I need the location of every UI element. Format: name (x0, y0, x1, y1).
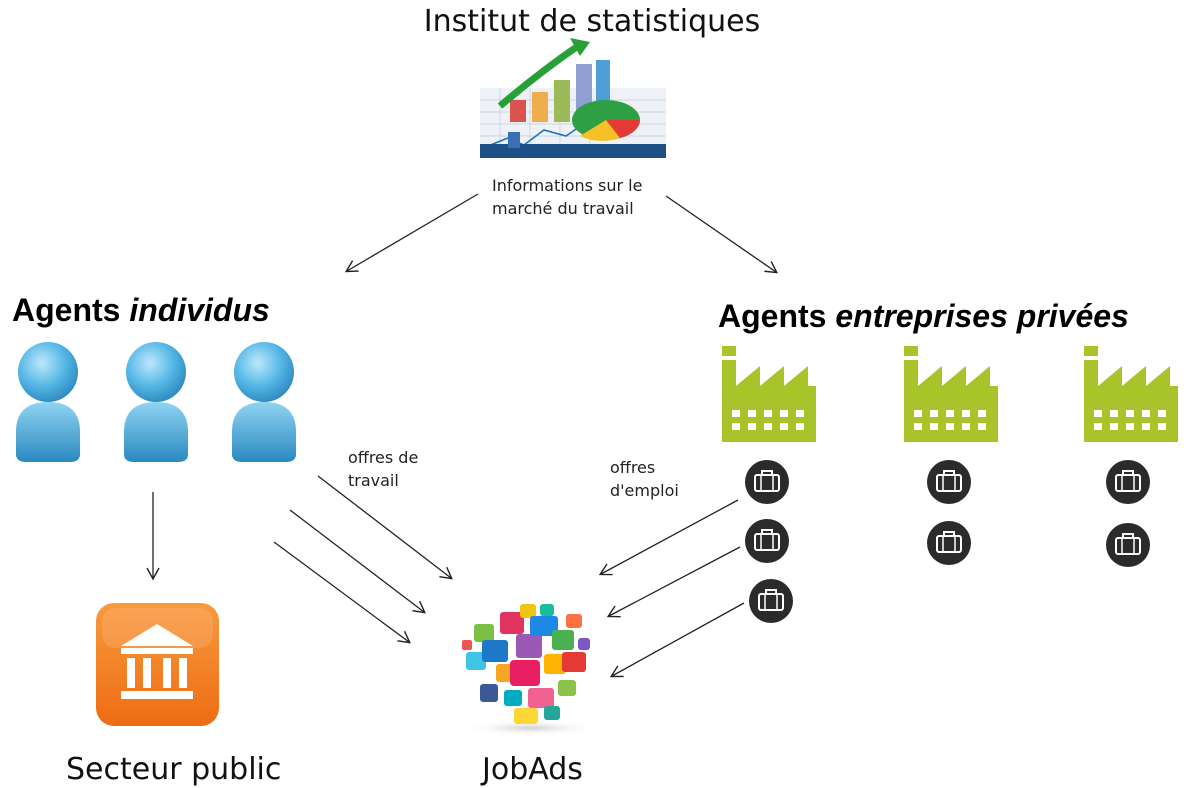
person-icon (124, 342, 188, 462)
arrow-individual-to-jobads (289, 509, 426, 614)
job-seeker-offers-label: offres de travail (348, 446, 418, 492)
briefcase-icon (927, 460, 971, 504)
individuals-heading: Agents individus (12, 292, 270, 329)
companies-heading: Agents entreprises privées (718, 298, 1129, 335)
briefcase-icon (1106, 523, 1150, 567)
jobads-social-cloud-icon (460, 604, 600, 736)
briefcase-icon (745, 519, 789, 563)
briefcase-icon (745, 460, 789, 504)
arrow-info-to-individuals (344, 193, 479, 273)
job-seeker-offers-line1: offres de (348, 448, 419, 467)
individuals-heading-prefix: Agents (12, 292, 130, 328)
arrow-company-to-jobads (606, 546, 741, 618)
factory-icon (1084, 346, 1178, 442)
arrow-individual-to-jobads (273, 541, 411, 644)
institute-title: Institut de statistiques (423, 4, 761, 39)
jobads-label: JobAds (482, 752, 583, 787)
labor-market-info-label: Informations sur le marché du travail (492, 174, 642, 220)
factory-icon (722, 346, 816, 442)
companies-heading-prefix: Agents (718, 298, 836, 334)
factory-icon (904, 346, 998, 442)
briefcase-icon (927, 521, 971, 565)
public-building-icon (96, 603, 219, 726)
job-offers-label: offres d'emploi (610, 456, 679, 502)
labor-market-info-line1: Informations sur le (492, 176, 643, 195)
job-seeker-offers-line2: travail (348, 471, 399, 490)
arrow-individual-to-jobads (317, 475, 453, 580)
companies-heading-em: entreprises privées (835, 298, 1129, 334)
individuals-heading-em: individus (129, 292, 270, 328)
briefcase-icon (1106, 460, 1150, 504)
person-icon (16, 342, 80, 462)
briefcase-icon (749, 579, 793, 623)
public-sector-label: Secteur public (66, 752, 282, 787)
labor-market-info-line2: marché du travail (492, 199, 634, 218)
job-offers-line2: d'emploi (610, 481, 679, 500)
arrow-company-to-jobads (609, 602, 745, 678)
statistics-chart-icon (480, 38, 666, 158)
arrow-info-to-companies (665, 195, 779, 274)
arrow-company-to-jobads (598, 499, 739, 576)
person-icon (232, 342, 296, 462)
job-offers-line1: offres (610, 458, 656, 477)
